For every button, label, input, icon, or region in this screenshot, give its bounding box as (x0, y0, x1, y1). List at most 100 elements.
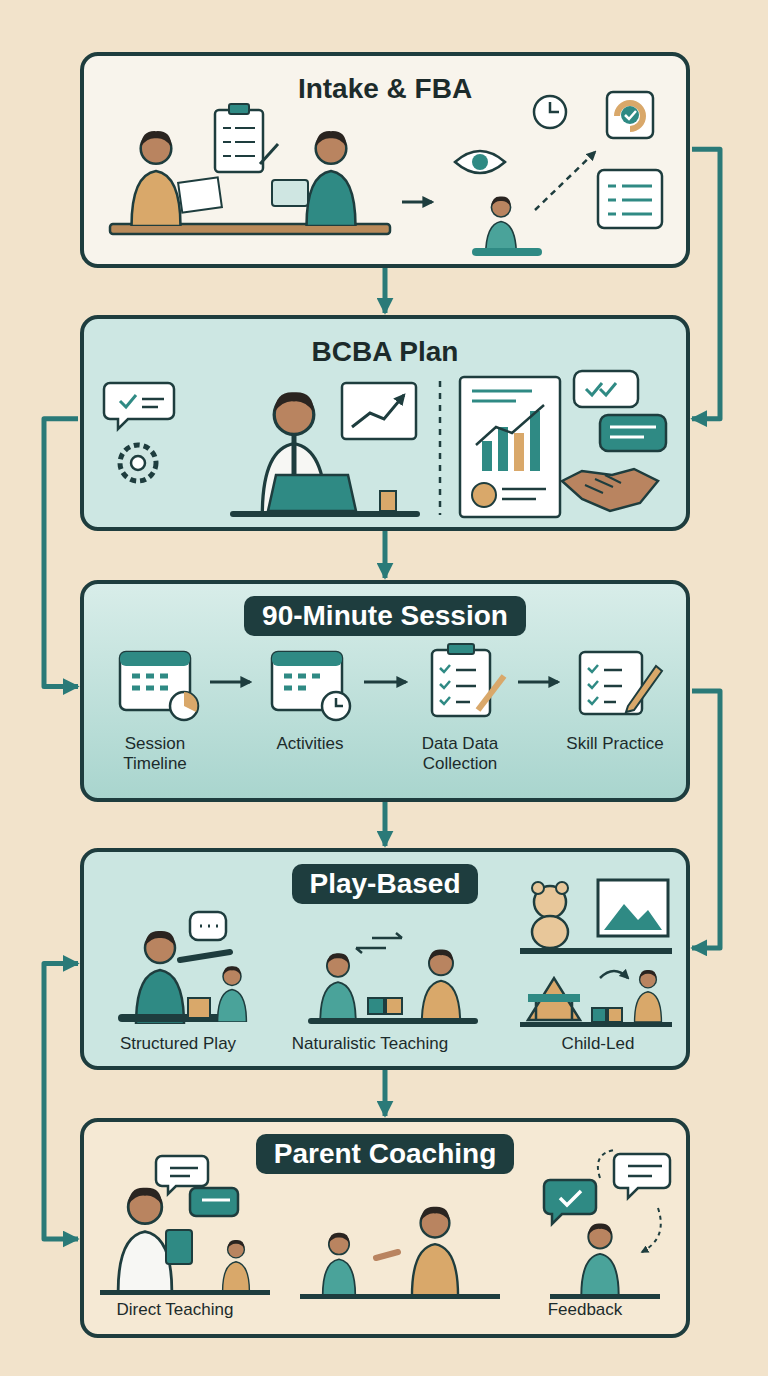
illustration-shape (166, 1230, 192, 1264)
illustration-shape (556, 882, 568, 894)
illustration-shape (180, 952, 230, 960)
illustration-shape (342, 383, 416, 439)
illustration-shape (635, 970, 662, 1022)
illustration-shape (229, 104, 249, 114)
illustration-shape (520, 1022, 672, 1027)
illustration-shape (136, 931, 184, 1024)
illustration-shape (455, 151, 505, 173)
illustration-shape (100, 1290, 270, 1295)
step-label: Direct Teaching (95, 1300, 255, 1320)
title-row: 90-Minute Session (84, 596, 686, 636)
step-label: Session Timeline (107, 734, 203, 773)
stage-panel: 90-Minute SessionSession Timeline Activit… (80, 580, 690, 802)
illustration-shape (642, 1208, 661, 1252)
illustration-shape (268, 475, 356, 511)
illustration-shape (336, 698, 343, 706)
illustration-shape (223, 1240, 250, 1292)
illustration-shape (600, 415, 666, 451)
illustration-shape (574, 371, 638, 407)
illustration-shape (178, 177, 222, 212)
illustration-shape (528, 978, 580, 1020)
illustration-shape (604, 670, 622, 702)
illustration-shape (300, 1294, 500, 1299)
illustration-shape (118, 1014, 228, 1022)
illustration-shape (307, 131, 356, 226)
illustration-shape (448, 644, 474, 654)
illustration-shape (460, 377, 560, 517)
title-row: Play-Based (84, 864, 686, 904)
illustration-shape (132, 676, 168, 688)
illustration-shape (626, 666, 662, 712)
illustration-shape (120, 395, 136, 407)
flow-connector (44, 419, 78, 687)
illustration-shape (456, 670, 476, 702)
illustration-shape (472, 154, 488, 170)
illustration-shape (118, 1188, 172, 1292)
step-label: Child-Led (533, 1034, 663, 1054)
illustration-shape (621, 106, 639, 124)
illustration-shape (440, 665, 450, 704)
illustration-shape (142, 399, 164, 407)
illustration-shape (472, 483, 496, 507)
illustration-shape (184, 692, 197, 712)
illustration-shape (598, 880, 668, 936)
illustration-shape (132, 131, 181, 226)
illustration-shape (131, 456, 145, 470)
flow-connector (692, 691, 720, 948)
title-row: Intake & FBA (84, 72, 686, 106)
illustration-shape (364, 681, 406, 684)
illustration-shape (272, 180, 308, 206)
illustration-shape (518, 681, 558, 684)
illustration-shape (202, 1199, 230, 1202)
label-slot: Naturalistic Teaching (265, 1034, 475, 1054)
label-slot: Activities (255, 734, 365, 754)
illustration-shape (120, 445, 156, 481)
illustration-shape (210, 681, 250, 684)
title-row: BCBA Plan (84, 335, 686, 369)
stage-panel: BCBA Plan (80, 315, 690, 531)
illustration-shape (581, 1223, 618, 1296)
label-slot: Child-Led (533, 1034, 663, 1054)
flow-connector (383, 529, 388, 578)
flow-connector (383, 266, 388, 313)
illustration-shape (585, 475, 621, 493)
step-label: Feedback (520, 1300, 650, 1320)
illustration-shape (380, 491, 396, 511)
illustration-shape (284, 676, 320, 688)
illustration-shape (562, 469, 658, 511)
illustration-shape (482, 441, 492, 471)
panel-title: Play-Based (292, 864, 479, 904)
illustration-shape (532, 882, 544, 894)
illustration-shape (402, 201, 432, 204)
illustration-shape (322, 692, 350, 720)
step-label: Data Data Collection (410, 734, 510, 773)
illustration-shape (412, 1207, 458, 1296)
illustration-shape (386, 998, 402, 1014)
illustration-shape (498, 427, 508, 471)
illustration-shape (586, 383, 616, 395)
step-label: Activities (255, 734, 365, 754)
illustration-shape (422, 950, 460, 1024)
illustration-shape (617, 103, 643, 129)
label-slot: Skill Practice (555, 734, 675, 754)
illustration-shape (520, 948, 672, 954)
illustration-shape (323, 1233, 356, 1296)
illustration-shape (604, 904, 662, 930)
illustration-shape (625, 111, 636, 119)
illustration-shape (308, 1018, 478, 1024)
illustration-shape (530, 411, 540, 471)
illustration-shape (544, 1180, 596, 1224)
illustration-shape (535, 152, 595, 210)
illustration-shape (190, 912, 226, 940)
illustration-shape (608, 186, 652, 214)
illustration-shape (120, 652, 190, 666)
illustration-shape (170, 1168, 198, 1176)
illustration-shape (478, 676, 504, 710)
illustration-shape (356, 933, 402, 953)
illustration-shape (215, 110, 263, 172)
flow-connector (692, 149, 720, 418)
stage-panel: Play-BasedStructured PlayNaturalistic Te… (80, 848, 690, 1070)
illustration-shape (472, 391, 532, 401)
illustration-shape (439, 381, 442, 515)
